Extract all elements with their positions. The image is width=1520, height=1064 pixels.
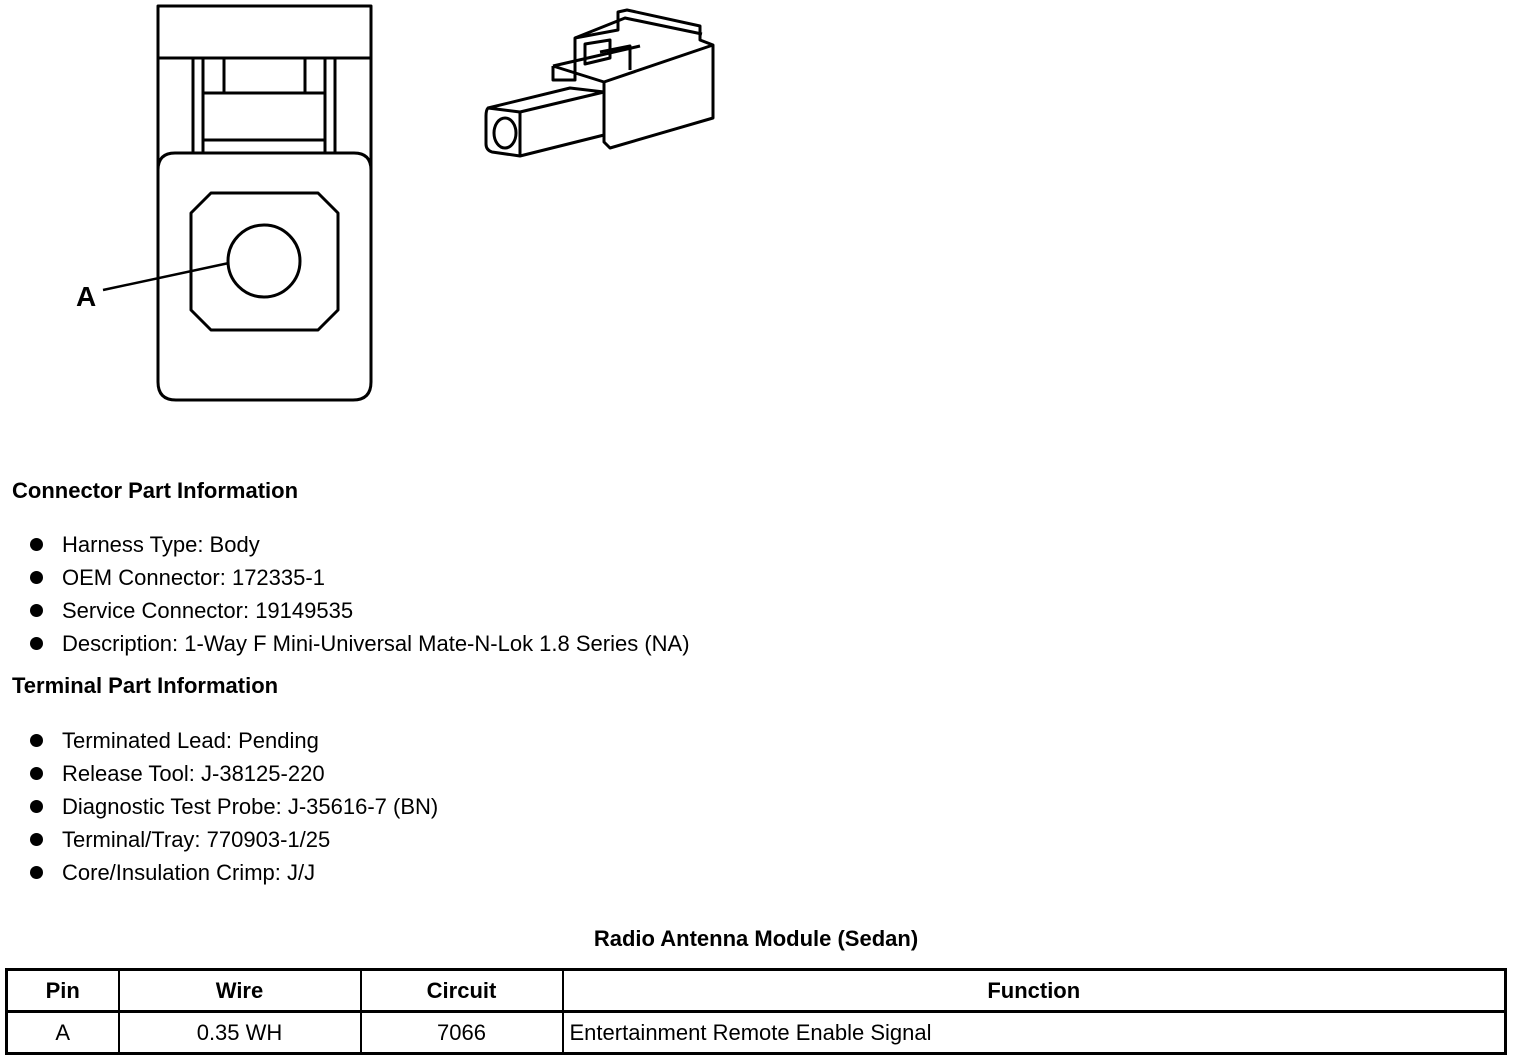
connector-info-heading: Connector Part Information [12, 478, 299, 503]
bullet-icon [30, 604, 43, 617]
bullet-icon [30, 833, 43, 846]
bullet-icon [30, 571, 43, 584]
connector-info-list: Harness Type: Body OEM Connector: 172335… [28, 528, 690, 660]
list-item: Description: 1-Way F Mini-Universal Mate… [28, 627, 690, 660]
table-header-row: Pin Wire Circuit Function [5, 968, 1507, 1013]
column-header-circuit: Circuit [359, 968, 564, 1013]
list-item-text: Harness Type: Body [62, 532, 260, 557]
list-item-text: Service Connector: 19149535 [62, 598, 354, 623]
bullet-icon [30, 866, 43, 879]
cell-function: Entertainment Remote Enable Signal [561, 1010, 1507, 1055]
list-item: Diagnostic Test Probe: J-35616-7 (BN) [28, 790, 438, 823]
list-item-text: Terminal/Tray: 770903-1/25 [62, 827, 331, 852]
bullet-icon [30, 538, 43, 551]
column-header-pin: Pin [5, 968, 120, 1013]
list-item-text: Terminated Lead: Pending [62, 728, 319, 753]
list-item-text: Core/Insulation Crimp: J/J [62, 860, 316, 885]
bullet-icon [30, 637, 43, 650]
pin-a-leader-line [102, 261, 230, 292]
list-item: Harness Type: Body [28, 528, 690, 561]
pin-table-title: Radio Antenna Module (Sedan) [593, 926, 919, 951]
list-item: Service Connector: 19149535 [28, 594, 690, 627]
column-header-function: Function [561, 968, 1507, 1013]
list-item-text: OEM Connector: 172335-1 [62, 565, 325, 590]
connector-diagram: A [76, 4, 715, 402]
column-header-wire: Wire [117, 968, 362, 1013]
connector-isometric-view [484, 8, 715, 158]
list-item-text: Description: 1-Way F Mini-Universal Mate… [62, 631, 690, 656]
list-item: Core/Insulation Crimp: J/J [28, 856, 438, 889]
terminal-info-heading: Terminal Part Information [12, 673, 279, 698]
list-item: Terminal/Tray: 770903-1/25 [28, 823, 438, 856]
bullet-icon [30, 767, 43, 780]
pin-a-cavity [226, 223, 302, 299]
cell-wire: 0.35 WH [117, 1010, 362, 1055]
bullet-icon [30, 800, 43, 813]
table-row: A 0.35 WH 7066 Entertainment Remote Enab… [5, 1010, 1507, 1055]
cell-pin: A [5, 1010, 120, 1055]
terminal-info-list: Terminated Lead: Pending Release Tool: J… [28, 724, 438, 889]
pin-a-callout-label: A [76, 281, 96, 312]
list-item-text: Release Tool: J-38125-220 [62, 761, 325, 786]
list-item: OEM Connector: 172335-1 [28, 561, 690, 594]
list-item: Terminated Lead: Pending [28, 724, 438, 757]
pin-table: Pin Wire Circuit Function A 0.35 WH 7066… [5, 968, 1507, 1055]
list-item: Release Tool: J-38125-220 [28, 757, 438, 790]
connector-face-view [156, 4, 373, 402]
list-item-text: Diagnostic Test Probe: J-35616-7 (BN) [62, 794, 439, 819]
bullet-icon [30, 734, 43, 747]
cell-circuit: 7066 [359, 1010, 564, 1055]
